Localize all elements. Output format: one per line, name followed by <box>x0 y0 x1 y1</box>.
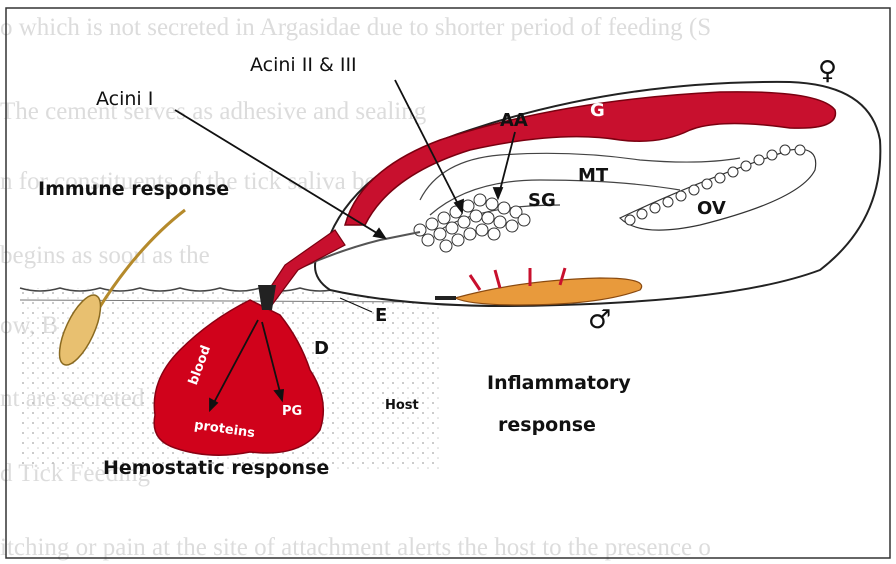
acini-ii-iii-label: Acini II & III <box>250 54 357 76</box>
epidermis-label: E <box>375 305 387 326</box>
pg-label: PG <box>282 404 302 419</box>
host-label: Host <box>385 398 419 413</box>
immune-response-label: Immune response <box>38 178 229 200</box>
sg-label: SG <box>528 190 556 211</box>
dermis-label: D <box>314 338 329 359</box>
female-symbol: ♀ <box>818 56 837 86</box>
inflammatory-response-label: response <box>498 414 596 436</box>
aa-label: AA <box>500 110 528 131</box>
ov-label: OV <box>697 198 726 219</box>
acini-i-label: Acini I <box>96 88 153 110</box>
inflammatory-label: Inflammatory <box>487 372 631 394</box>
male-symbol: ♂ <box>588 305 611 335</box>
hemostatic-response-label: Hemostatic response <box>103 457 329 479</box>
gut-label: G <box>590 100 605 121</box>
mt-label: MT <box>578 165 608 186</box>
